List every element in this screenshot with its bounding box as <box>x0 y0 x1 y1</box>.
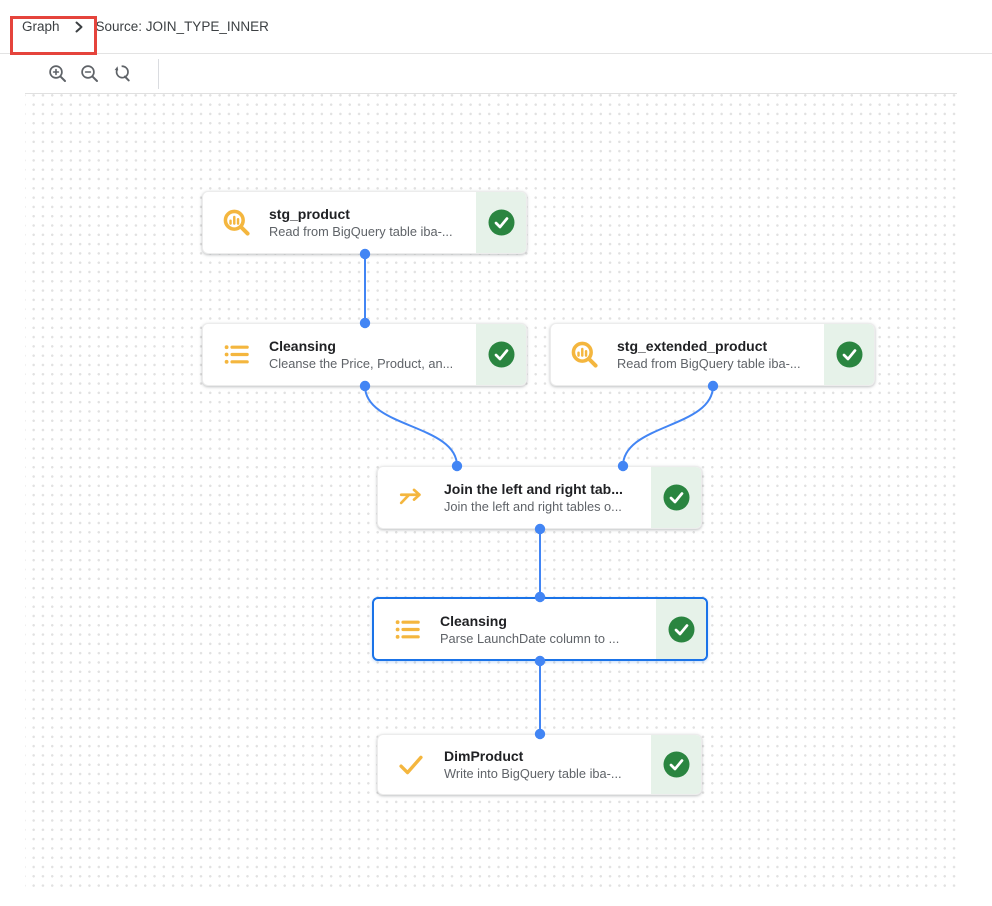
check-circle-icon <box>668 616 694 642</box>
list-icon <box>220 339 252 371</box>
status-badge <box>824 324 874 385</box>
check-circle-icon <box>488 341 514 368</box>
zoom-reset-button[interactable] <box>107 60 135 88</box>
status-badge <box>476 324 526 385</box>
node-title: Cleansing <box>440 612 507 629</box>
pipeline-node-join[interactable]: Join the left and right tab... Join the … <box>377 466 702 529</box>
list-icon <box>391 613 423 645</box>
node-subtitle: Join the left and right tables o... <box>444 499 622 514</box>
zoom-reset-icon <box>114 65 130 82</box>
check-circle-icon <box>836 341 862 368</box>
toolbar-divider <box>158 58 159 89</box>
breadcrumb-source-label: Source: JOIN_TYPE_INNER <box>95 19 269 34</box>
chevron-right-icon <box>72 20 86 34</box>
zoom-in-button[interactable] <box>43 60 71 88</box>
check-circle-icon <box>663 751 689 778</box>
pipeline-node-cleansing-2[interactable]: Cleansing Parse LaunchDate column to ... <box>372 597 708 661</box>
node-subtitle: Read from BigQuery table iba-... <box>269 224 453 239</box>
check-icon <box>395 749 427 781</box>
graph-canvas[interactable]: stg_product Read from BigQuery table iba… <box>25 93 957 889</box>
zoom-out-icon <box>80 65 98 82</box>
pipeline-node-stg-extended-product[interactable]: stg_extended_product Read from BigQuery … <box>550 323 875 386</box>
node-title: Cleansing <box>269 338 336 354</box>
node-title: stg_extended_product <box>617 338 768 354</box>
pipeline-node-cleansing-1[interactable]: Cleansing Cleanse the Price, Product, an… <box>202 323 527 386</box>
node-subtitle: Read from BigQuery table iba-... <box>617 356 801 371</box>
edge-stg-extended-product-to-join <box>622 385 714 467</box>
status-badge <box>656 599 706 659</box>
status-badge <box>651 735 701 794</box>
node-title: DimProduct <box>444 748 524 764</box>
node-subtitle: Cleanse the Price, Product, an... <box>269 356 454 371</box>
graph-toolbar <box>0 54 992 93</box>
edge-cleansing-1-to-join <box>364 385 458 467</box>
breadcrumb-graph-link[interactable]: Graph <box>22 19 60 34</box>
status-badge <box>651 467 701 528</box>
node-title: stg_product <box>269 206 350 222</box>
node-title: Join the left and right tab... <box>444 481 623 497</box>
node-subtitle: Parse LaunchDate column to ... <box>440 630 620 646</box>
pipeline-node-stg-product[interactable]: stg_product Read from BigQuery table iba… <box>202 191 527 254</box>
header-separator <box>0 53 992 54</box>
check-circle-icon <box>663 484 689 511</box>
breadcrumb: Graph Source: JOIN_TYPE_INNER <box>0 0 992 53</box>
check-circle-icon <box>488 209 514 236</box>
join-icon <box>395 482 427 514</box>
status-badge <box>476 192 526 253</box>
node-subtitle: Write into BigQuery table iba-... <box>444 766 622 781</box>
pipeline-node-dimproduct[interactable]: DimProduct Write into BigQuery table iba… <box>377 734 702 795</box>
data-profile-icon <box>220 207 252 239</box>
zoom-in-icon <box>48 65 66 82</box>
data-profile-icon <box>568 339 600 371</box>
zoom-out-button[interactable] <box>75 60 103 88</box>
